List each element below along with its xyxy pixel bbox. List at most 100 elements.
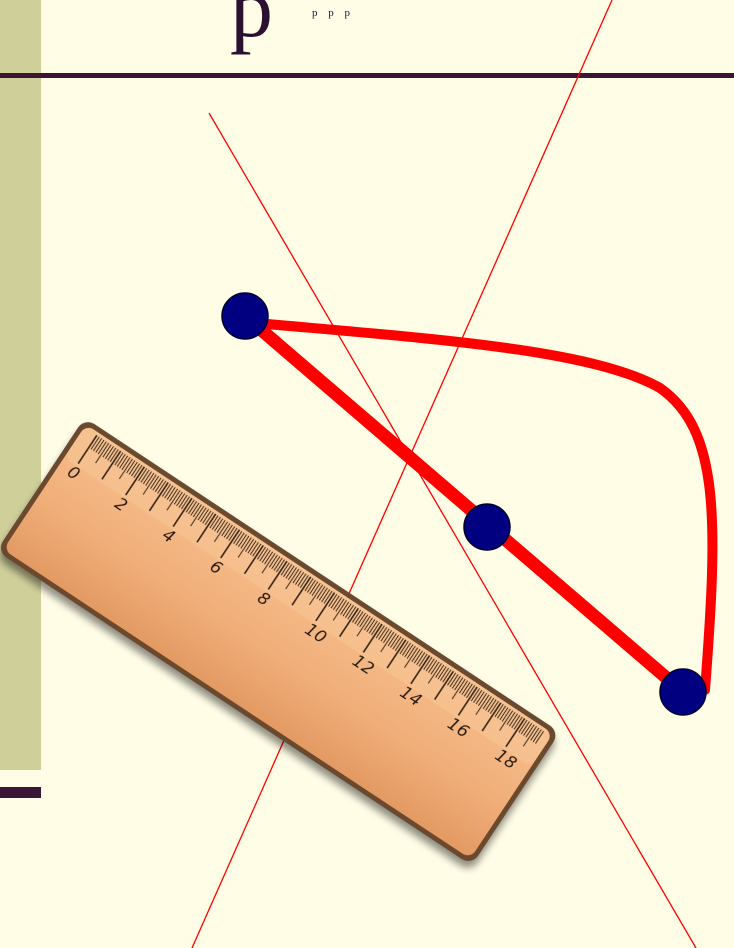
ruler-tick bbox=[439, 667, 450, 681]
ruler-tick bbox=[285, 565, 295, 579]
ruler-tick bbox=[119, 455, 129, 469]
ruler-tick bbox=[214, 518, 224, 532]
ruler-tick bbox=[505, 717, 526, 748]
ruler-tick bbox=[164, 485, 174, 499]
ruler-tick bbox=[356, 612, 366, 626]
ruler-tick bbox=[457, 686, 478, 716]
ruler-tick bbox=[523, 722, 533, 736]
ruler-tick bbox=[354, 611, 364, 625]
ruler-tick bbox=[173, 491, 183, 505]
ruler-tick bbox=[359, 614, 369, 628]
ruler-tick bbox=[321, 589, 331, 603]
ruler-tick bbox=[323, 590, 333, 604]
ruler-tick bbox=[410, 655, 431, 685]
ruler-tick bbox=[292, 570, 302, 584]
ruler-tick bbox=[386, 639, 407, 669]
ruler-tick bbox=[216, 519, 226, 534]
ruler-tick bbox=[77, 434, 98, 465]
ruler-tick bbox=[299, 575, 309, 589]
ruler-tick bbox=[114, 452, 124, 466]
ruler-tick bbox=[356, 615, 371, 637]
ruler-tick bbox=[268, 554, 278, 568]
ruler-tick bbox=[169, 488, 179, 502]
ruler-tick bbox=[237, 534, 248, 548]
ruler-tick bbox=[309, 581, 319, 595]
ruler-tick bbox=[518, 719, 528, 733]
ruler-tick bbox=[223, 524, 233, 538]
ruler-tick bbox=[152, 477, 162, 491]
ruler-tick bbox=[487, 699, 497, 713]
ruler-tick bbox=[501, 708, 511, 722]
ruler-tick bbox=[197, 507, 207, 521]
ruler-tick bbox=[166, 486, 176, 500]
ruler-tick bbox=[190, 505, 205, 527]
ruler-tick bbox=[406, 645, 416, 659]
ruler-tick bbox=[332, 600, 347, 621]
ruler-tick bbox=[166, 490, 181, 511]
ruler-tick bbox=[380, 628, 390, 642]
ruler-tick bbox=[240, 535, 250, 549]
ruler-tick bbox=[104, 446, 114, 460]
ruler-tick bbox=[267, 560, 288, 590]
ruler-tick bbox=[433, 670, 455, 701]
ruler-tick bbox=[297, 573, 307, 587]
ruler-tick bbox=[442, 669, 452, 683]
ruler-tick bbox=[273, 557, 283, 571]
ruler-tick bbox=[102, 444, 112, 458]
ruler-tick bbox=[220, 529, 241, 559]
ruler-tick bbox=[192, 504, 202, 518]
ruler-tick bbox=[204, 512, 214, 526]
ruler-tick bbox=[95, 442, 110, 464]
ruler-tick bbox=[481, 702, 502, 732]
ruler-tick bbox=[461, 681, 471, 696]
ruler-tick bbox=[390, 634, 400, 648]
construction-line-1 bbox=[208, 112, 697, 948]
ruler-tick bbox=[522, 726, 537, 747]
ruler-tick bbox=[95, 439, 105, 453]
ruler-tick bbox=[332, 597, 343, 611]
ruler-tick bbox=[451, 678, 466, 700]
ruler-tick bbox=[482, 696, 492, 710]
ruler-tick bbox=[149, 475, 160, 489]
ruler-tick bbox=[138, 468, 148, 482]
ruler-ticks bbox=[77, 434, 545, 748]
ruler-tick bbox=[525, 724, 535, 738]
ruler-tick bbox=[375, 625, 385, 639]
ruler-tick bbox=[387, 633, 397, 647]
ruler-tick bbox=[142, 471, 152, 485]
ruler-tick bbox=[316, 586, 326, 600]
ruler-tick bbox=[454, 677, 464, 691]
ruler-tick bbox=[256, 546, 267, 560]
ruler-tick bbox=[130, 463, 141, 477]
ruler-tick bbox=[477, 692, 488, 707]
ruler-tick bbox=[435, 664, 445, 678]
ruler-tick bbox=[259, 548, 269, 562]
curved-arc bbox=[240, 317, 718, 695]
ruler-tick bbox=[185, 499, 195, 513]
ruler-tick bbox=[315, 592, 336, 622]
ruler-tick bbox=[394, 637, 404, 651]
ruler-tick bbox=[275, 559, 286, 573]
ruler-tick bbox=[121, 457, 131, 471]
ruler-tick bbox=[428, 659, 438, 674]
ruler-tick bbox=[148, 482, 169, 512]
ruler-tick bbox=[342, 603, 352, 617]
ruler-tick bbox=[133, 464, 143, 478]
ruler-tick bbox=[404, 647, 419, 668]
ruler-tick bbox=[118, 458, 133, 480]
point-midpoint bbox=[463, 503, 511, 551]
ruler-tick bbox=[416, 652, 426, 666]
ruler-tick bbox=[371, 622, 381, 636]
ruler-tick bbox=[466, 685, 476, 699]
ruler-tick bbox=[261, 549, 271, 563]
ruler-tick bbox=[530, 727, 540, 741]
ruler-tick bbox=[458, 680, 469, 694]
ruler-tick bbox=[451, 675, 461, 689]
ruler-tick bbox=[90, 436, 100, 450]
ruler-tick bbox=[366, 619, 376, 633]
header-rule bbox=[0, 73, 734, 78]
point-a bbox=[221, 292, 269, 340]
ruler-tick bbox=[101, 450, 122, 480]
ruler-tick bbox=[328, 593, 338, 607]
